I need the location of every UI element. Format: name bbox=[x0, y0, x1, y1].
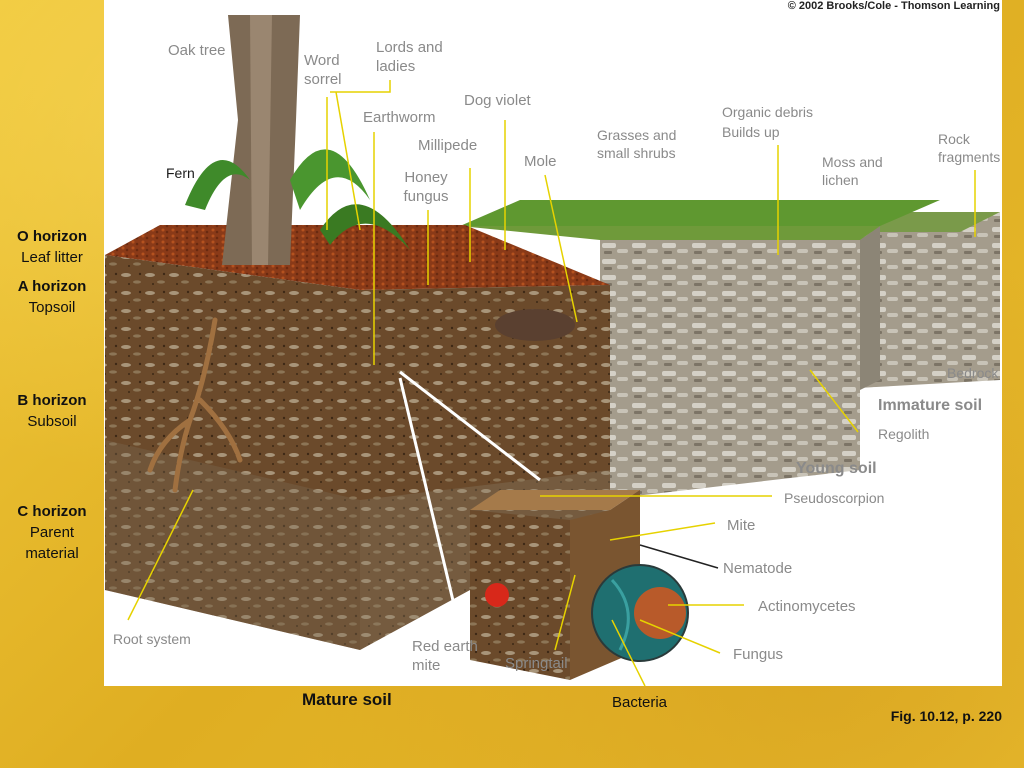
label-bacteria: Bacteria bbox=[612, 694, 668, 711]
label-bedrock: Bedrock bbox=[947, 365, 999, 381]
c-horizon-label: C horizon Parent material bbox=[4, 501, 100, 564]
label-builds-up: Builds up bbox=[722, 124, 780, 140]
o-horizon-label: O horizon Leaf litter bbox=[0, 226, 104, 268]
label-fern: Fern bbox=[166, 165, 195, 181]
label-grasses-shrubs: Grasses and small shrubs bbox=[597, 127, 677, 161]
magnification-lines bbox=[398, 370, 541, 631]
label-immature-soil: Immature soil bbox=[878, 397, 983, 414]
horizon-name: C horizon bbox=[17, 503, 87, 520]
label-earthworm: Earthworm bbox=[363, 109, 436, 126]
label-nematode: Nematode bbox=[723, 560, 793, 577]
label-mite: Mite bbox=[727, 517, 756, 534]
label-millipede: Millipede bbox=[418, 137, 478, 154]
label-young-soil: Young soil bbox=[796, 460, 877, 477]
fern-foliage bbox=[185, 149, 410, 250]
horizon-name: B horizon bbox=[17, 392, 87, 409]
immature-soil-block bbox=[855, 212, 1000, 388]
horizon-desc: Parent material bbox=[25, 524, 79, 562]
label-pseudoscorpion: Pseudoscorpion bbox=[784, 490, 885, 506]
label-lords-and-ladies: Lords and ladies bbox=[376, 39, 443, 75]
magnified-microbe-circle bbox=[591, 564, 689, 662]
oak-tree-trunk bbox=[222, 15, 300, 265]
label-honey-fungus: Honey fungus bbox=[403, 169, 449, 205]
copyright-credit: © 2002 Brooks/Cole - Thomson Learning bbox=[787, 0, 1000, 12]
a-horizon-label: A horizon Topsoil bbox=[0, 276, 104, 318]
b-horizon-label: B horizon Subsoil bbox=[0, 390, 104, 432]
label-actinomycetes: Actinomycetes bbox=[758, 598, 856, 615]
figure-reference: Fig. 10.12, p. 220 bbox=[890, 708, 1002, 724]
label-regolith: Regolith bbox=[878, 426, 930, 442]
horizon-desc: Leaf litter bbox=[21, 249, 83, 266]
horizon-name: A horizon bbox=[17, 278, 87, 295]
horizon-desc: Subsoil bbox=[27, 413, 77, 430]
leader-lines bbox=[127, 80, 976, 687]
label-springtail: Springtail bbox=[505, 655, 568, 672]
label-root-system: Root system bbox=[113, 631, 191, 647]
horizon-desc: Topsoil bbox=[28, 299, 76, 316]
label-mole: Mole bbox=[524, 153, 557, 170]
label-fungus: Fungus bbox=[733, 646, 784, 663]
label-word-sorrel: Word sorrel bbox=[304, 52, 342, 88]
label-rock-fragments: Rock fragments bbox=[938, 131, 1001, 165]
label-red-earth-mite: Red earth mite bbox=[412, 638, 478, 674]
young-soil-block bbox=[460, 200, 940, 500]
label-organic-debris: Organic debris bbox=[722, 104, 814, 120]
horizon-name: O horizon bbox=[17, 228, 87, 245]
label-dog-violet: Dog violet bbox=[464, 92, 531, 109]
mole-figure bbox=[495, 309, 575, 341]
label-oak-tree: Oak tree bbox=[168, 42, 226, 59]
label-moss-lichen: Moss and lichen bbox=[822, 154, 883, 188]
label-mature-soil: Mature soil bbox=[302, 690, 392, 709]
leader-lines-dark bbox=[639, 544, 719, 569]
root-system bbox=[147, 317, 243, 493]
